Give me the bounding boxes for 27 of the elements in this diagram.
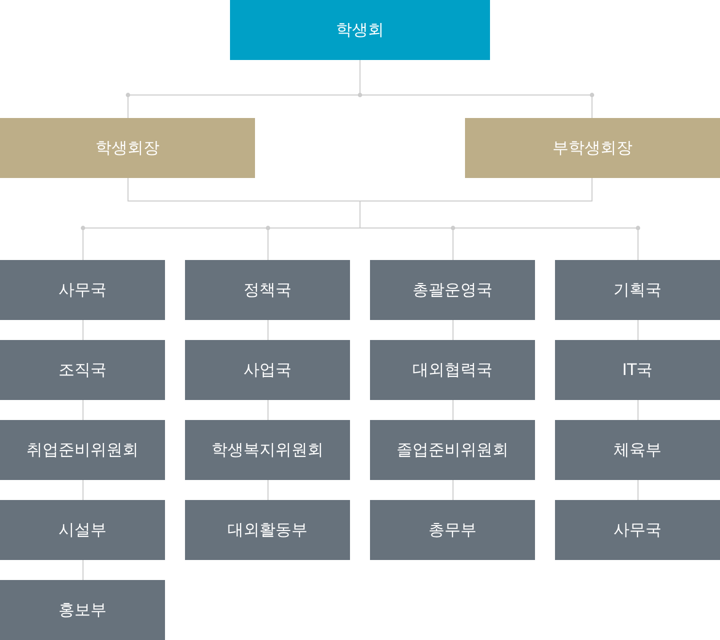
department-box: 사무국 <box>0 260 165 320</box>
connector-line <box>82 480 84 500</box>
department-box: 사무국 <box>555 500 720 560</box>
department-box: 대외협력국 <box>370 340 535 400</box>
department-box: 조직국 <box>0 340 165 400</box>
connector-line <box>452 400 454 420</box>
department-box: 사업국 <box>185 340 350 400</box>
connector-line <box>82 400 84 420</box>
connector-line <box>452 480 454 500</box>
department-box: 졸업준비위원회 <box>370 420 535 480</box>
department-box: 총무부 <box>370 500 535 560</box>
department-box: 총괄운영국 <box>370 260 535 320</box>
department-box: 시설부 <box>0 500 165 560</box>
department-box: 취업준비위원회 <box>0 420 165 480</box>
officer-box: 부학생회장 <box>465 118 720 178</box>
officer-box: 학생회장 <box>0 118 255 178</box>
department-box: IT국 <box>555 340 720 400</box>
department-box: 홍보부 <box>0 580 165 640</box>
top-box: 학생회 <box>230 0 490 60</box>
connector-line <box>82 560 84 580</box>
connector-line <box>82 320 84 340</box>
department-box: 대외활동부 <box>185 500 350 560</box>
department-box: 체육부 <box>555 420 720 480</box>
connector-line <box>452 320 454 340</box>
department-box: 학생복지위원회 <box>185 420 350 480</box>
department-box: 기획국 <box>555 260 720 320</box>
department-box: 정책국 <box>185 260 350 320</box>
